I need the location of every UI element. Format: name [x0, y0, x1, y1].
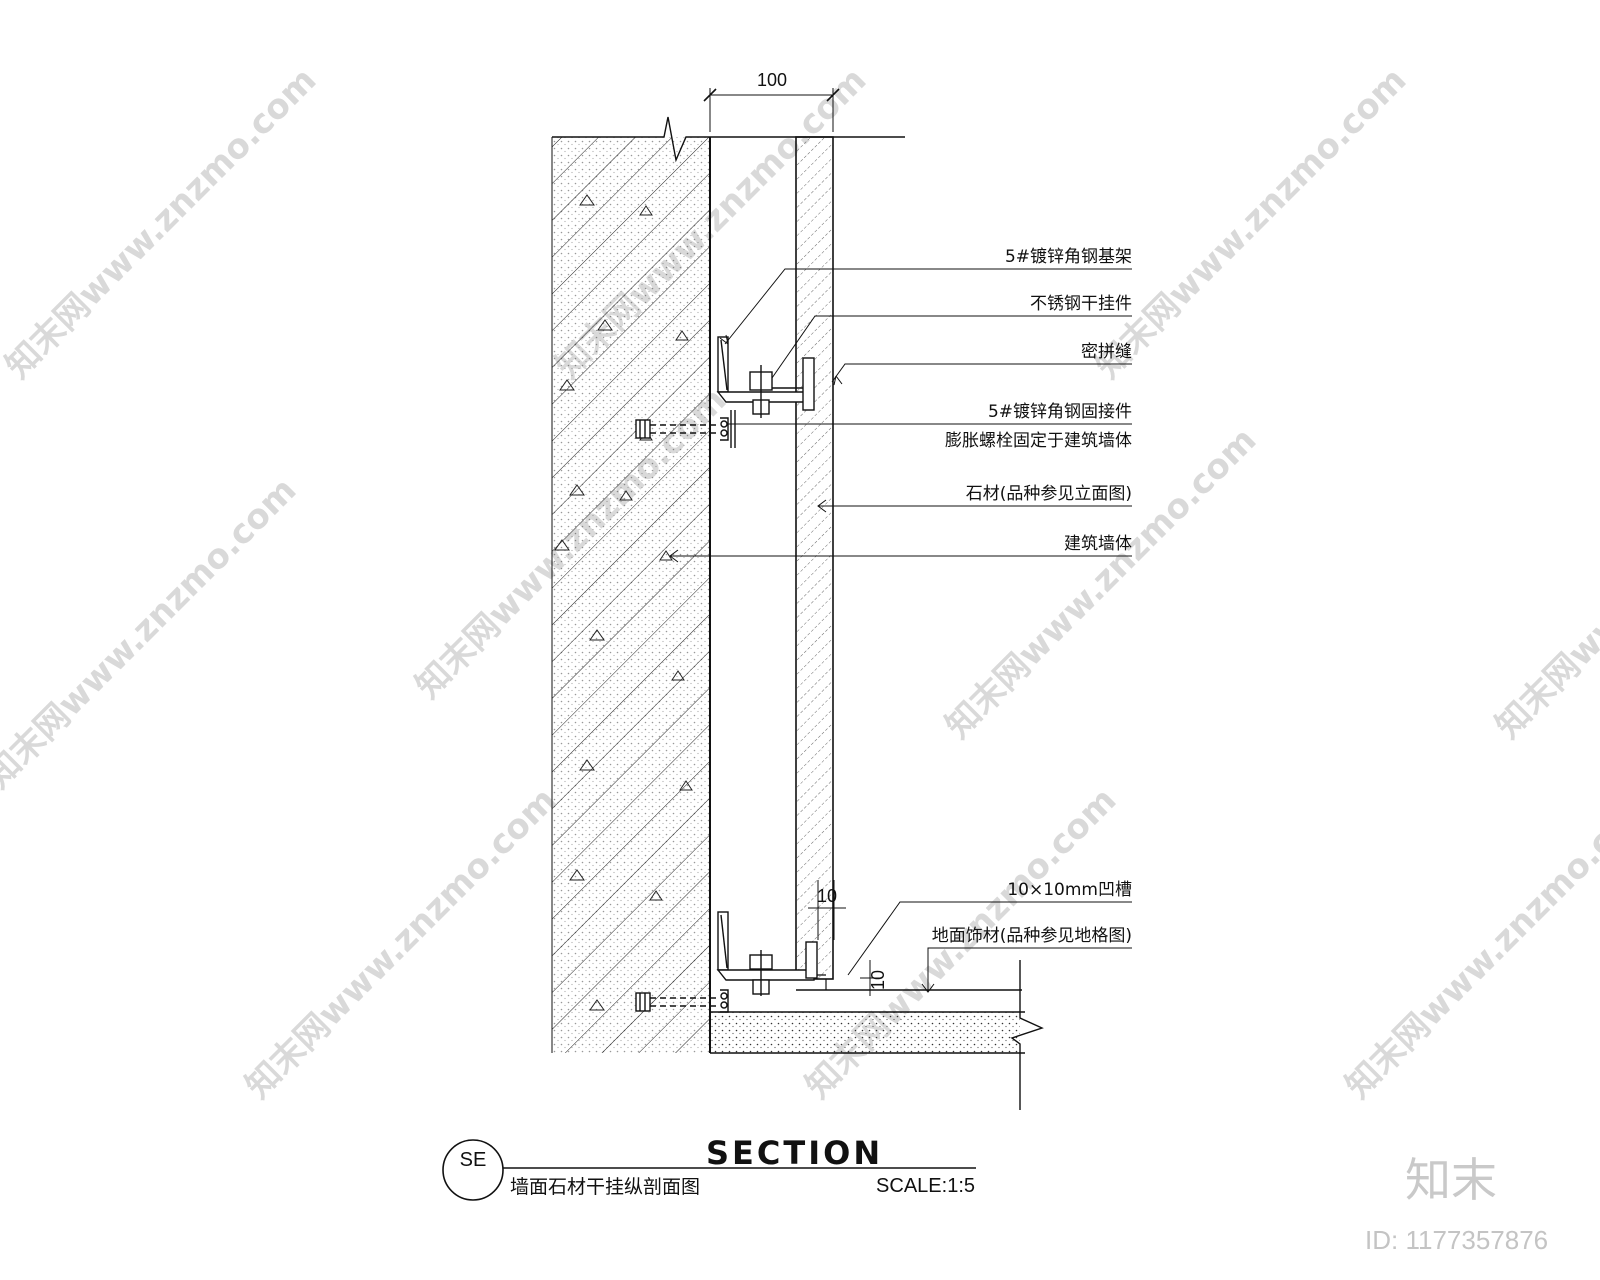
watermark-text: 知末网www.znzmo.com [1088, 60, 1414, 386]
watermark-text: 知末网www.znzmo.com [1338, 780, 1600, 1106]
label-expansion-bolt: 膨胀螺栓固定于建筑墙体 [945, 431, 1132, 451]
upper-bracket [635, 336, 815, 448]
watermark-text: 知末网www.znzmo.com [0, 60, 324, 386]
brand-logo: 知末 [1405, 1153, 1497, 1207]
section-heading: SECTION [706, 1134, 883, 1172]
dimension-groove-depth: 10 [868, 970, 888, 990]
title-symbol: SE [460, 1149, 487, 1171]
callout-labels: 5#镀锌角钢基架 不锈钢干挂件 密拼缝 5#镀锌角钢固接件 膨胀螺栓固定于建筑墙… [932, 247, 1132, 946]
watermark-text: 知末网www.znzmo.com [0, 470, 304, 796]
label-tight-joint: 密拼缝 [1081, 342, 1132, 362]
stone-panel [795, 136, 834, 980]
label-building-wall: 建筑墙体 [1064, 534, 1132, 554]
section-subtitle: 墙面石材干挂纵剖面图 [510, 1176, 700, 1198]
label-angle-steel-fixing: 5#镀锌角钢固接件 [988, 402, 1132, 422]
section-scale: SCALE:1:5 [876, 1175, 975, 1197]
watermark-text: 知末网www.znzmo.com [238, 780, 564, 1106]
brand-watermark: 知末 ID: 1177357876 [1365, 1153, 1548, 1255]
title-block: SE SECTION 墙面石材干挂纵剖面图 SCALE:1:5 [442, 1134, 976, 1201]
floor-slab [710, 960, 1044, 1110]
leader-lines [669, 268, 1132, 993]
label-groove: 10×10mm凹槽 [1007, 880, 1132, 900]
label-stainless-hanger: 不锈钢干挂件 [1030, 294, 1132, 314]
lower-bracket [635, 911, 818, 1013]
dimension-top [703, 88, 840, 132]
dimension-groove-width: 10 [817, 886, 837, 906]
watermark-text: 知末网www.znzmo.com [1488, 420, 1600, 746]
building-wall [551, 116, 905, 1053]
label-stone: 石材(品种参见立面图) [966, 484, 1132, 504]
image-id: ID: 1177357876 [1365, 1225, 1548, 1255]
label-floor-finish: 地面饰材(品种参见地格图) [932, 926, 1132, 946]
label-angle-steel-frame: 5#镀锌角钢基架 [1005, 247, 1132, 267]
dimension-top-label: 100 [757, 70, 787, 90]
dimension-groove [808, 880, 880, 996]
watermark-text: 知末网www.znzmo.com [938, 420, 1264, 746]
